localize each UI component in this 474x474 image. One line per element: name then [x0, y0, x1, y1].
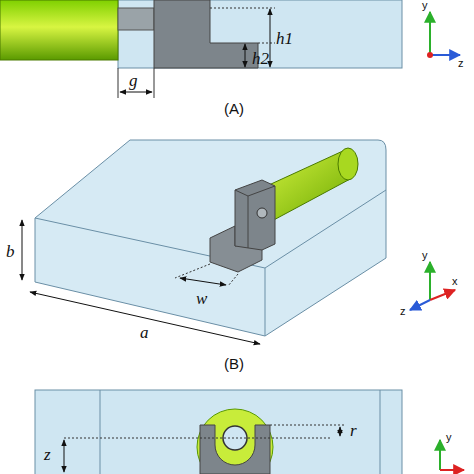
dimension-label: h2	[252, 50, 269, 67]
axis-label: y	[446, 432, 452, 443]
dimension-label: b	[6, 243, 15, 260]
axis-label: z	[400, 306, 406, 317]
panel-label: (A)	[224, 101, 244, 116]
dimension-label: a	[140, 324, 149, 341]
panel-label: (B)	[224, 356, 244, 371]
axis-label: y	[422, 0, 428, 11]
dimension-label: w	[196, 290, 207, 307]
axis-label: y	[422, 250, 428, 261]
dimension-label: h1	[276, 30, 293, 47]
dimension-label: g	[129, 72, 138, 89]
axis-label: z	[458, 58, 464, 69]
axis-label: x	[452, 276, 458, 287]
dimension-label: r	[350, 422, 357, 439]
dimension-label: z	[44, 446, 51, 463]
